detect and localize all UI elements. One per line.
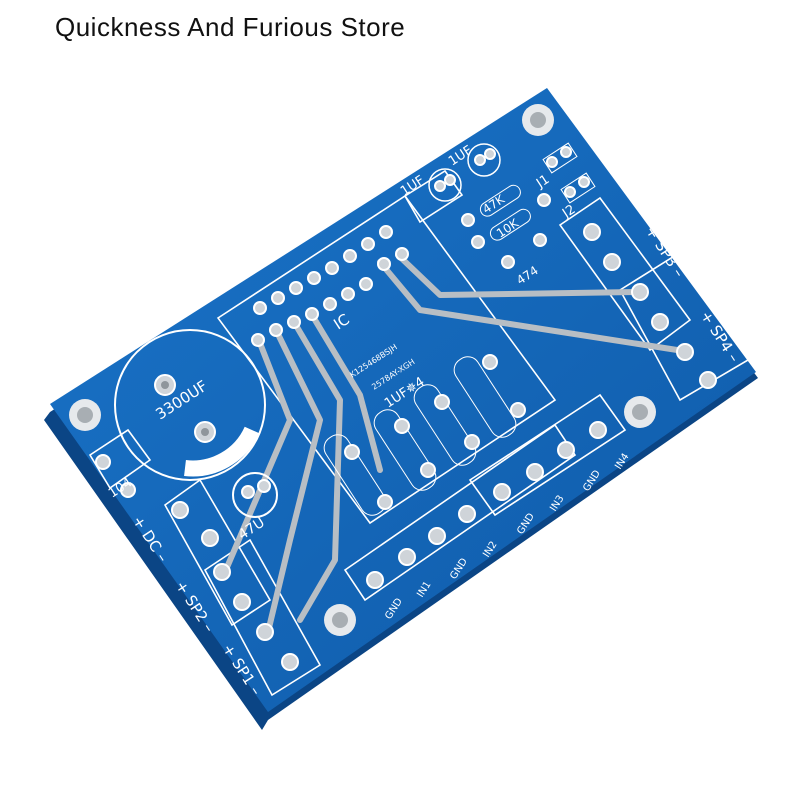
left-connector-pads xyxy=(171,501,299,671)
capacitor-104: 104 xyxy=(95,454,136,501)
ic-pin-row xyxy=(251,225,409,347)
store-title: Quickness And Furious Store xyxy=(55,12,406,42)
right-connector-pads xyxy=(583,223,717,389)
copper-traces xyxy=(222,252,693,635)
mounting-holes xyxy=(69,104,656,636)
input-pads xyxy=(366,421,607,589)
